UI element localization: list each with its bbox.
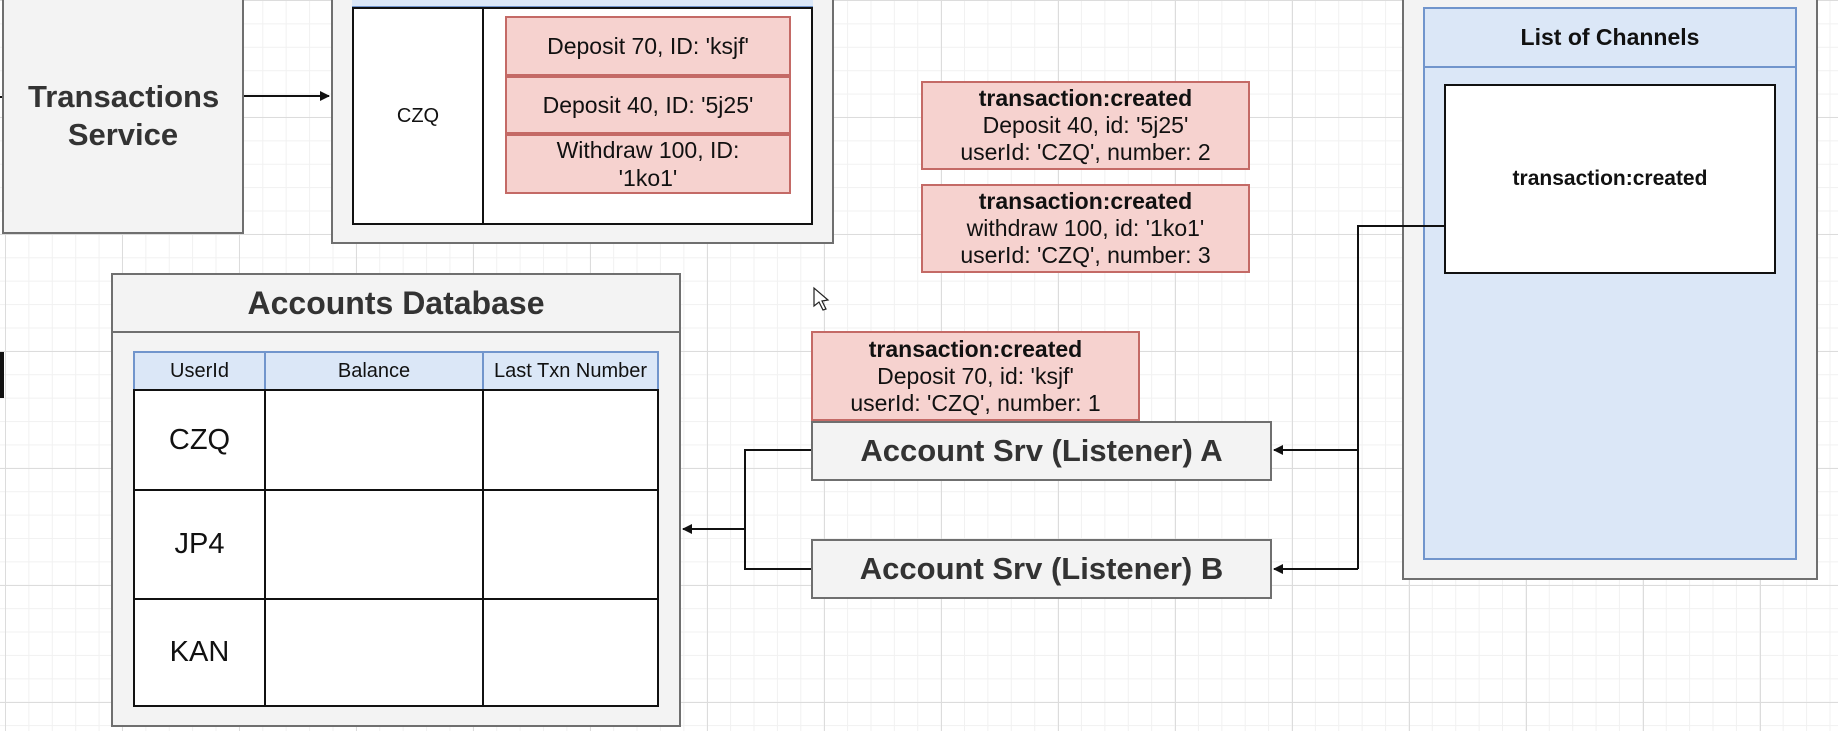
event-card[interactable]: transaction:created Deposit 40, id: '5j2…: [921, 81, 1250, 170]
cell-last-txn: [482, 389, 659, 491]
edge-mark: [0, 352, 4, 398]
event-card[interactable]: transaction:created Deposit 70, id: 'ksj…: [811, 331, 1140, 421]
transactions-service-title: Transactions Service: [28, 79, 220, 152]
event-line: userId: 'CZQ', number: 3: [960, 242, 1211, 268]
event-line: userId: 'CZQ', number: 2: [960, 139, 1211, 165]
column-header-last-txn: Last Txn Number: [482, 351, 659, 391]
listener-b-box[interactable]: Account Srv (Listener) B: [811, 539, 1272, 599]
cell-user: KAN: [133, 598, 266, 707]
listener-a-box[interactable]: Account Srv (Listener) A: [811, 421, 1272, 481]
edge-mark: [0, 96, 3, 98]
event-title: transaction:created: [978, 188, 1193, 214]
queue-item[interactable]: Withdraw 100, ID: '1ko1': [505, 134, 791, 194]
connector-channel-trunk: [1357, 225, 1444, 569]
cell-last-txn: [482, 598, 659, 707]
cell-balance: [264, 598, 484, 707]
event-line: withdraw 100, id: '1ko1': [966, 215, 1205, 241]
event-title: transaction:created: [978, 85, 1193, 111]
event-line: Deposit 70, id: 'ksjf': [877, 362, 1074, 389]
queue-divider: [482, 7, 484, 225]
queue-user-label: CZQ: [396, 104, 440, 127]
queue-item[interactable]: Deposit 70, ID: 'ksjf': [505, 16, 791, 76]
mouse-cursor-icon: [813, 286, 830, 311]
connector-listeners-trunk: [744, 449, 811, 570]
event-card[interactable]: transaction:created withdraw 100, id: '1…: [921, 184, 1250, 273]
channels-title: List of Channels: [1423, 7, 1797, 68]
event-line: Deposit 40, id: '5j25': [982, 112, 1189, 138]
channel-item[interactable]: transaction:created: [1444, 84, 1776, 274]
queue-item[interactable]: Deposit 40, ID: '5j25': [505, 76, 791, 134]
accounts-database-title: Accounts Database: [113, 275, 679, 333]
event-line: userId: 'CZQ', number: 1: [850, 389, 1101, 416]
transactions-service-box[interactable]: Transactions Service: [2, 0, 244, 234]
event-title: transaction:created: [868, 335, 1083, 362]
